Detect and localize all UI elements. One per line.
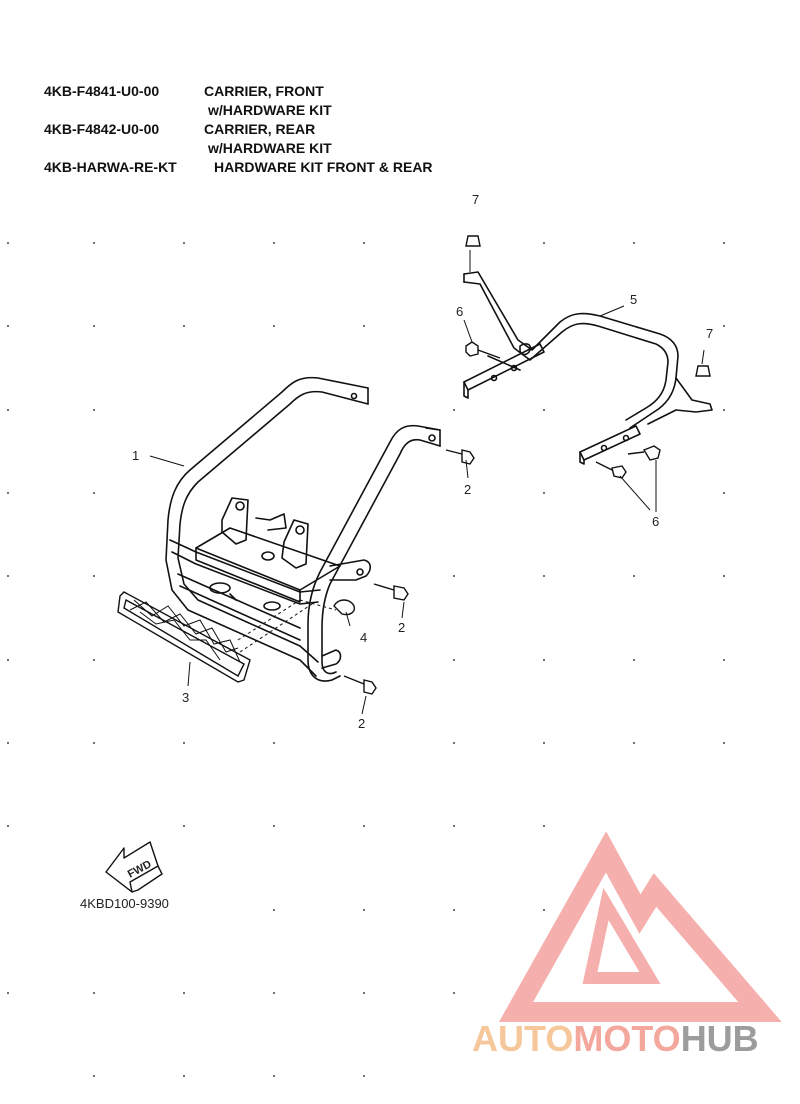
- part-description: HARDWARE KIT FRONT & REAR: [214, 159, 433, 175]
- brand-hub: HUB: [680, 1018, 759, 1059]
- part-description-line2: w/HARDWARE KIT: [208, 102, 332, 118]
- part-number: 4KB-HARWA-RE-KT: [44, 159, 177, 175]
- callout-7: 7: [706, 326, 713, 341]
- leader-lines: [149, 250, 705, 715]
- automotohub-logo-icon: [498, 831, 782, 1022]
- hidden-lines: [237, 599, 337, 653]
- part-number: 4KB-F4841-U0-00: [44, 83, 160, 99]
- small-bolt-icon: [465, 341, 661, 479]
- part-description-line2: w/HARDWARE KIT: [208, 140, 332, 156]
- part-number: 4KB-F4842-U0-00: [44, 121, 160, 137]
- washer: [333, 599, 356, 616]
- part-description: CARRIER, REAR: [204, 121, 316, 137]
- callout-2: 2: [464, 482, 471, 497]
- brand-moto: MOTO: [573, 1018, 681, 1059]
- fwd-arrow-icon: FWD: [105, 841, 163, 893]
- callout-3: 3: [182, 690, 189, 705]
- bolt-icon: [343, 449, 475, 695]
- callout-6: 6: [652, 514, 659, 529]
- part-description: CARRIER, FRONT: [204, 83, 324, 99]
- grid-dots: [7, 242, 725, 1077]
- callout-4: 4: [360, 630, 367, 645]
- callout-1: 1: [132, 448, 139, 463]
- callout-6: 6: [456, 304, 463, 319]
- rear-carrier: [463, 271, 713, 465]
- front-carrier: [165, 376, 441, 682]
- callout-2: 2: [398, 620, 405, 635]
- callout-7: 7: [472, 192, 479, 207]
- callout-2: 2: [358, 716, 365, 731]
- brand-auto: AUTO: [472, 1018, 574, 1059]
- diagram-code: 4KBD100-9390: [80, 896, 169, 911]
- rubber-stopper-icon: [465, 235, 711, 377]
- mesh-grille: [117, 591, 251, 683]
- callout-5: 5: [630, 292, 637, 307]
- watermark-brand: AUTOMOTOHUB: [472, 1018, 759, 1060]
